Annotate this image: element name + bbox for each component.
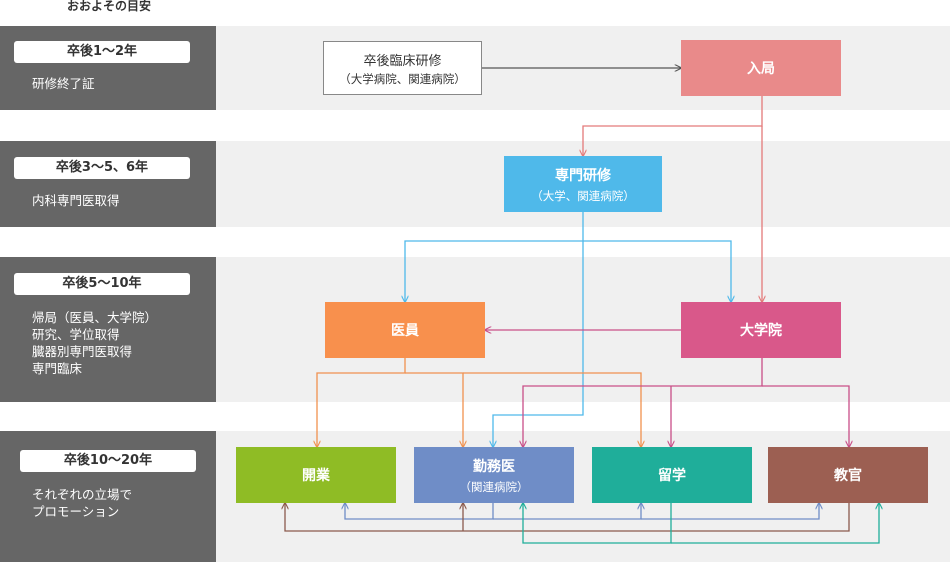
node-daigakuin: 大学院	[681, 302, 841, 358]
edge-senmon-to-kinmui	[493, 241, 584, 447]
node-senmon: 専門研修 （大学、関連病院）	[504, 156, 662, 212]
node-senmon-title: 専門研修	[555, 167, 611, 184]
stage-note-4: それぞれの立場で プロモーション	[32, 487, 133, 519]
chart-caption: おおよその目安	[67, 0, 152, 13]
edge-ryugaku-to-kyokan	[671, 503, 879, 544]
node-kaigyo: 開業	[236, 447, 396, 503]
node-ryugaku-title: 留学	[658, 468, 686, 484]
edge-iin-branch	[317, 358, 406, 447]
node-ryugaku: 留学	[592, 447, 752, 503]
edge-iin-to-ryugaku	[463, 372, 641, 447]
node-rinsho: 卒後臨床研修 （大学病院、関連病院）	[323, 41, 482, 95]
node-rinsho-title: 卒後臨床研修	[363, 53, 442, 69]
node-kinmui: 勤務医 （関連病院）	[414, 447, 574, 503]
stage-note-2: 内科専門医取得	[32, 193, 120, 208]
edge-ryugaku-return	[523, 503, 672, 544]
edge-kinmui-to-ryugaku	[493, 503, 641, 520]
node-kinmui-sub: （関連病院）	[459, 479, 529, 494]
node-iin: 医員	[325, 302, 485, 358]
stage-sidebar-2	[0, 141, 216, 227]
edge-nyukyoku-to-senmon	[583, 96, 763, 156]
node-kyokan: 教官	[768, 447, 928, 503]
edge-kinmui-to-kyokan	[641, 503, 819, 520]
stage-label-4: 卒後10〜20年	[20, 450, 196, 472]
edge-senmon-to-daigakuin	[583, 240, 731, 302]
node-kyokan-title: 教官	[834, 468, 862, 484]
node-kinmui-title: 勤務医	[473, 458, 515, 475]
node-nyukyoku-title: 入局	[747, 61, 775, 77]
stage-note-3: 帰局（医員、大学院） 研究、学位取得 臓器別専門医取得 専門臨床	[32, 310, 158, 376]
stage-sidebar-1	[0, 26, 216, 110]
stage-note-1: 研修終了証	[32, 76, 95, 91]
edge-senmon-to-iin	[405, 212, 584, 302]
node-nyukyoku: 入局	[681, 40, 841, 96]
node-daigakuin-title: 大学院	[740, 323, 782, 339]
node-senmon-sub: （大学、関連病院）	[531, 188, 635, 203]
edge-daigakuin-to-kyokan	[762, 385, 849, 447]
edge-iin-to-kinmui	[405, 372, 463, 447]
stage-label-2: 卒後3〜5、6年	[14, 157, 190, 179]
edge-kinmui-loop	[345, 503, 494, 520]
node-iin-title: 医員	[391, 323, 419, 339]
node-rinsho-sub: （大学病院、関連病院）	[339, 71, 466, 86]
stage-label-3: 卒後5〜10年	[14, 273, 190, 295]
stage-label-1: 卒後1〜2年	[14, 41, 190, 63]
edge-kyokan-return	[285, 503, 850, 532]
edge-daigakuin-branch	[523, 358, 763, 447]
node-kaigyo-title: 開業	[302, 468, 330, 484]
